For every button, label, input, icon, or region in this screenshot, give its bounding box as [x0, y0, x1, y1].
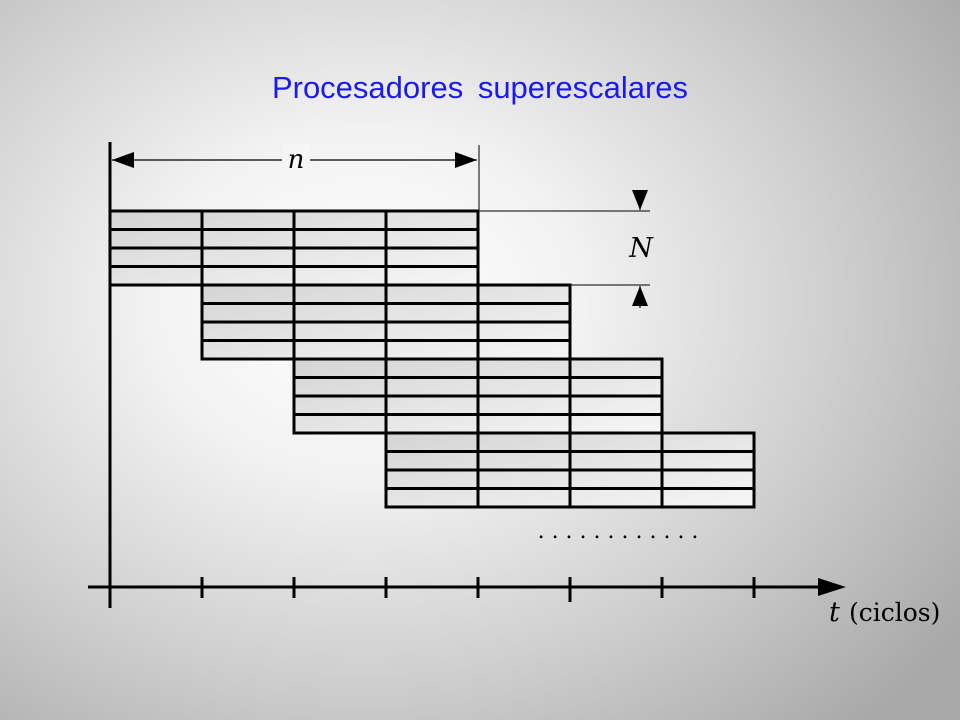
instruction-group	[108, 209, 480, 287]
slide-title: Procesadores superescalares	[271, 70, 689, 105]
n-label: n	[288, 145, 305, 175]
instruction-group	[384, 431, 756, 509]
N-arrow-up	[632, 286, 648, 306]
instruction-group	[200, 283, 572, 361]
N-label: N	[628, 233, 654, 264]
instruction-groups	[108, 209, 756, 509]
time-axis-arrowhead	[818, 578, 846, 596]
continuation-ellipsis: . . . . . . . . . . . .	[538, 519, 699, 544]
time-axis-ticks	[200, 577, 756, 602]
time-unit-label: (ciclos)	[849, 598, 940, 627]
instruction-group	[292, 357, 664, 435]
time-variable-label: t	[829, 597, 840, 628]
N-arrow-down	[632, 190, 648, 210]
n-arrow-right	[455, 152, 477, 168]
n-arrow-left	[112, 152, 134, 168]
n-label-backdrop	[282, 144, 310, 174]
